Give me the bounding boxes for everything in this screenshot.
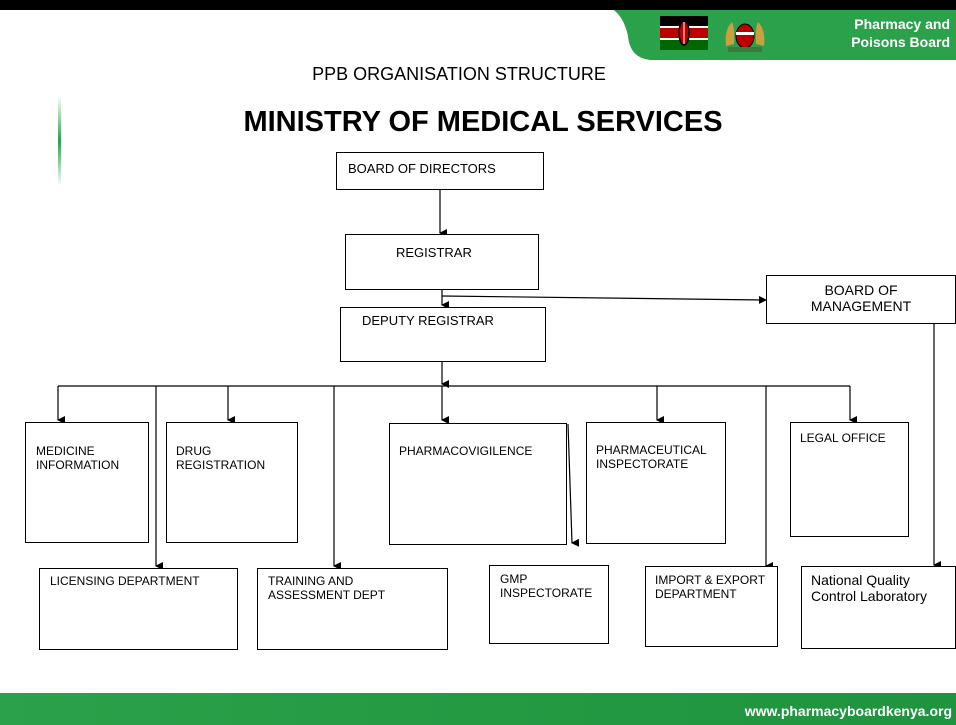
node-label-1: PHARMACEUTICAL (596, 443, 707, 457)
node-board-of-directors: BOARD OF DIRECTORS (336, 152, 544, 190)
node-label-1: IMPORT & EXPORT (655, 573, 766, 587)
node-gmp-inspectorate: GMP INSPECTORATE (489, 565, 609, 644)
node-label-1: MEDICINE (36, 444, 95, 458)
node-drug-registration: DRUG REGISTRATION (166, 422, 298, 543)
node-legal-office: LEGAL OFFICE (790, 422, 909, 537)
node-import-export: IMPORT & EXPORT DEPARTMENT (645, 566, 778, 647)
node-label-2: REGISTRATION (176, 458, 266, 472)
node-deputy-registrar: DEPUTY REGISTRAR (340, 307, 546, 362)
node-licensing-department: LICENSING DEPARTMENT (39, 568, 238, 650)
accent-line (58, 96, 61, 186)
kenya-flag-icon (660, 16, 708, 50)
node-board-of-management: BOARD OF MANAGEMENT (766, 275, 956, 324)
node-label-2: INFORMATION (36, 458, 120, 472)
node-label-1: GMP (500, 572, 528, 586)
slide-title: MINISTRY OF MEDICAL SERVICES (0, 106, 956, 139)
node-label-2: INSPECTORATE (500, 586, 593, 600)
node-pharmacovigilence: PHARMACOVIGILENCE (389, 423, 567, 545)
edge-registrar-bom (441, 295, 767, 304)
node-label: LEGAL OFFICE (800, 431, 886, 445)
footer-bar: www.pharmacyboardkenya.org (0, 693, 956, 725)
node-medicine-information: MEDICINE INFORMATION (25, 422, 149, 543)
title-text: MINISTRY OF MEDICAL SERVICES (243, 106, 723, 138)
brand-line-2: Poisons Board (851, 34, 950, 50)
node-label-2: MANAGEMENT (810, 298, 912, 314)
node-label-1: BOARD OF (824, 282, 898, 298)
node-registrar: REGISTRAR (345, 234, 539, 290)
node-label-2: Control Laboratory (811, 588, 927, 604)
node-label: REGISTRAR (396, 245, 472, 260)
brand-name: Pharmacy and Poisons Board (810, 15, 950, 51)
node-national-quality-control-laboratory: National Quality Control Laboratory (801, 566, 956, 649)
node-label-1: DRUG (176, 444, 212, 458)
edge-pv-gmp (567, 423, 580, 547)
node-label: LICENSING DEPARTMENT (50, 574, 200, 588)
node-label-1: National Quality (811, 572, 910, 588)
subtitle-text: PPB ORGANISATION STRUCTURE (312, 64, 606, 84)
node-label-2: DEPARTMENT (655, 587, 737, 601)
kenya-coat-of-arms-icon (725, 22, 765, 52)
node-label: DEPUTY REGISTRAR (362, 313, 494, 328)
website-url: www.pharmacyboardkenya.org (744, 703, 952, 719)
node-label: PHARMACOVIGILENCE (399, 444, 533, 458)
node-pharmaceutical-inspectorate: PHARMACEUTICAL INSPECTORATE (586, 422, 726, 544)
brand-line-1: Pharmacy and (854, 16, 950, 32)
slide-subtitle: PPB ORGANISATION STRUCTURE (0, 64, 956, 85)
node-label-1: TRAINING AND (268, 574, 354, 588)
node-label-2: INSPECTORATE (596, 457, 689, 471)
node-label-2: ASSESSMENT DEPT (268, 588, 386, 602)
node-label: BOARD OF DIRECTORS (348, 161, 496, 176)
node-training-assessment: TRAINING AND ASSESSMENT DEPT (257, 568, 448, 650)
